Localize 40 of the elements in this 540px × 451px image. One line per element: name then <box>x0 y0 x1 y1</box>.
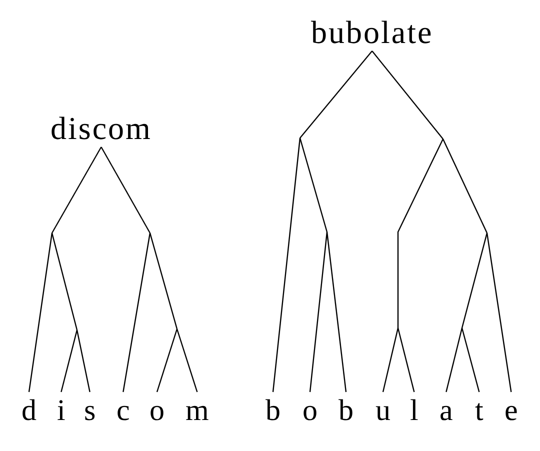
letter-label: b <box>266 396 280 426</box>
letter-label: u <box>376 396 390 426</box>
tree-branch-line <box>326 232 347 392</box>
tree-branch-line <box>60 330 78 392</box>
tree-branch-line <box>486 232 512 392</box>
letter-label: d <box>22 396 36 426</box>
tree-branch-line <box>122 232 151 392</box>
tree-branch-line <box>156 328 178 392</box>
tree-branch-line <box>100 146 151 234</box>
tree-branch-line <box>372 50 444 140</box>
letter-label: e <box>504 396 518 426</box>
tree-branch-line <box>461 232 488 328</box>
letter-label: s <box>84 396 96 426</box>
letter-label: m <box>186 396 209 426</box>
letter-label: b <box>338 396 354 426</box>
letter-label: o <box>302 396 318 426</box>
letter-label: c <box>116 396 130 426</box>
letter-label: o <box>150 396 164 426</box>
letter-label: l <box>410 396 418 426</box>
tree-branch-line <box>446 328 463 392</box>
word-label: bubolate <box>311 16 434 48</box>
letter-label: t <box>475 396 484 426</box>
tree-branch-line <box>382 328 399 392</box>
tree-branch-line <box>442 138 488 234</box>
tree-branch-line <box>76 330 90 392</box>
tree-branch-line <box>309 232 328 392</box>
letter-label: i <box>57 396 66 426</box>
tree-branch-line <box>51 146 102 234</box>
word-label: discom <box>50 112 152 144</box>
tree-branch-line <box>397 328 415 392</box>
letter-label: a <box>440 396 453 426</box>
tree-branch-line <box>51 232 78 330</box>
tree-branch-line <box>176 328 198 392</box>
tree-branch-line <box>28 232 53 392</box>
tree-branch-line <box>272 138 301 392</box>
tree-branch-line <box>397 138 444 328</box>
tree-branch-line <box>299 138 328 232</box>
tree-branch-line <box>149 232 178 330</box>
tree-branch-line <box>300 50 373 138</box>
tree-branch-line <box>461 328 480 392</box>
